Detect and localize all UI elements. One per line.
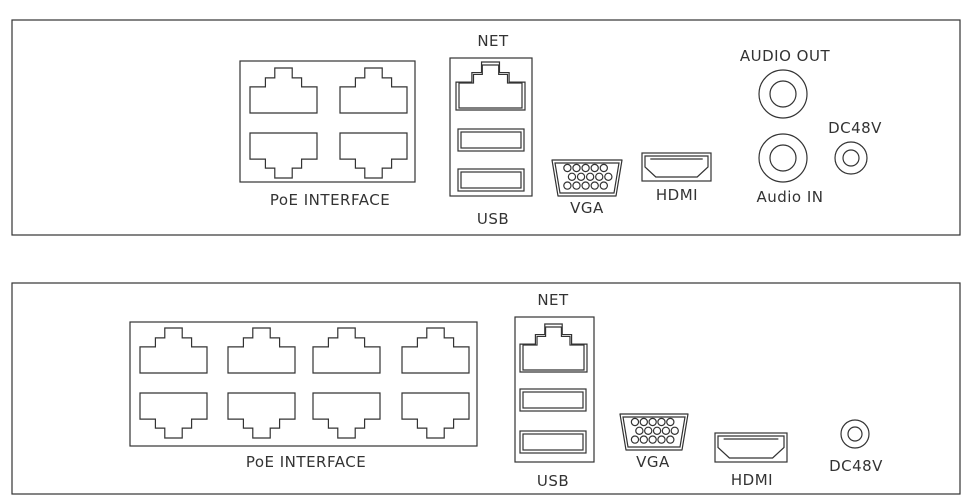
net-port	[519, 323, 588, 373]
poe-ports	[249, 67, 408, 179]
rj45-port	[227, 327, 296, 374]
rj45-port	[249, 132, 318, 179]
usb-label: USB	[477, 210, 509, 228]
panel-outline	[11, 19, 961, 236]
hdmi-label: HDMI	[731, 471, 773, 489]
poe-port-block	[129, 321, 478, 447]
panel-outline	[11, 282, 961, 495]
rj45-port	[401, 392, 470, 439]
poe-interface-label: PoE INTERFACE	[246, 453, 366, 471]
net-port	[455, 61, 526, 111]
usb-port	[519, 430, 587, 454]
net-label: NET	[477, 32, 509, 50]
vga-label: VGA	[636, 453, 670, 471]
usb-port	[457, 128, 525, 152]
audio-out-label: AUDIO OUT	[740, 47, 831, 65]
dc-power-jack	[840, 419, 870, 449]
rj45-port	[139, 327, 208, 374]
dc-power-label: DC48V	[828, 119, 882, 137]
usb-label: USB	[537, 472, 569, 490]
dc-power-jack	[834, 141, 868, 175]
poe-ports	[139, 327, 470, 439]
net-usb-block	[449, 57, 533, 197]
vga-connector	[551, 159, 623, 197]
vga-port	[551, 159, 623, 197]
audio-out-jack	[758, 69, 808, 119]
rear-panel-8-port: PoE INTERFACE NET USB VGA HDMI DC48V	[11, 282, 961, 495]
hdmi-port	[714, 432, 788, 463]
rj45-port	[339, 67, 408, 114]
rj45-port	[227, 392, 296, 439]
net-label: NET	[537, 291, 569, 309]
rj45-port	[249, 67, 318, 114]
hdmi-connector	[641, 152, 712, 182]
rj45-port	[455, 61, 526, 111]
rj45-port	[519, 323, 588, 373]
rj45-port	[139, 392, 208, 439]
usb-port	[457, 168, 525, 192]
hdmi-label: HDMI	[656, 186, 698, 204]
poe-interface-label: PoE INTERFACE	[270, 191, 390, 209]
audio-in-jack	[758, 133, 808, 183]
vga-port	[619, 413, 689, 451]
rear-panel-4-port: PoE INTERFACE NET USB VGA HDMI AUDIO OUT…	[11, 19, 961, 236]
rj45-port	[401, 327, 470, 374]
dc-power-label: DC48V	[829, 457, 883, 475]
net-usb-block	[514, 316, 595, 463]
rj45-port	[312, 392, 381, 439]
rj45-port	[312, 327, 381, 374]
hdmi-connector	[714, 432, 788, 463]
vga-connector	[619, 413, 689, 451]
usb-port	[519, 388, 587, 412]
poe-port-block	[239, 60, 416, 183]
rj45-port	[339, 132, 408, 179]
hdmi-port	[641, 152, 712, 182]
audio-in-label: Audio IN	[756, 188, 823, 206]
vga-label: VGA	[570, 199, 604, 217]
